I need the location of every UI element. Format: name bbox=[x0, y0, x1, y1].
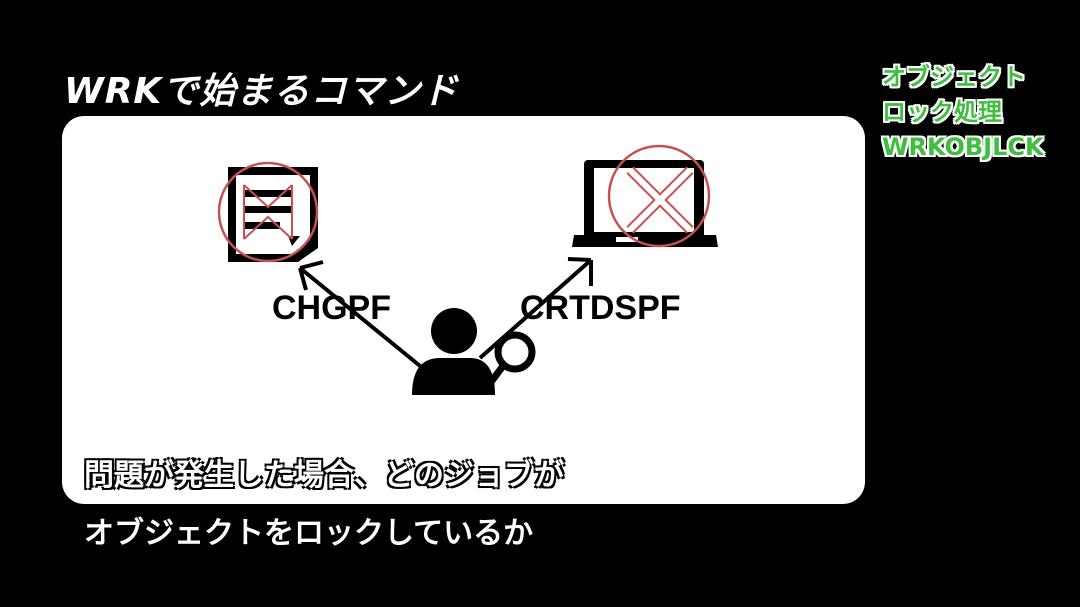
command-crtdspf: CRTDSPF bbox=[520, 289, 681, 327]
side-label-command: WRKOBJLCK bbox=[882, 133, 1044, 161]
prohibited-x-icon bbox=[217, 161, 319, 263]
command-chgpf: CHGPF bbox=[272, 289, 391, 327]
document-icon bbox=[228, 167, 318, 262]
side-label-line: オブジェクト bbox=[882, 63, 1026, 91]
diagram-card bbox=[62, 116, 865, 504]
side-label: オブジェクト ロック処理 WRKOBJLCK bbox=[882, 60, 1044, 165]
slide-title: WRKで始まるコマンド bbox=[64, 71, 459, 112]
subtitle-line-2: オブジェクトをロックしているか bbox=[84, 516, 534, 551]
user-icon bbox=[412, 308, 495, 395]
laptop-icon bbox=[572, 160, 718, 247]
prohibited-x-icon bbox=[607, 144, 711, 248]
magnifier-icon bbox=[485, 331, 536, 389]
subtitle-line-1: 問題が発生した場合、どのジョブが bbox=[84, 458, 564, 493]
arrow-to-document bbox=[298, 260, 427, 372]
side-label-line: ロック処理 bbox=[882, 98, 1002, 126]
